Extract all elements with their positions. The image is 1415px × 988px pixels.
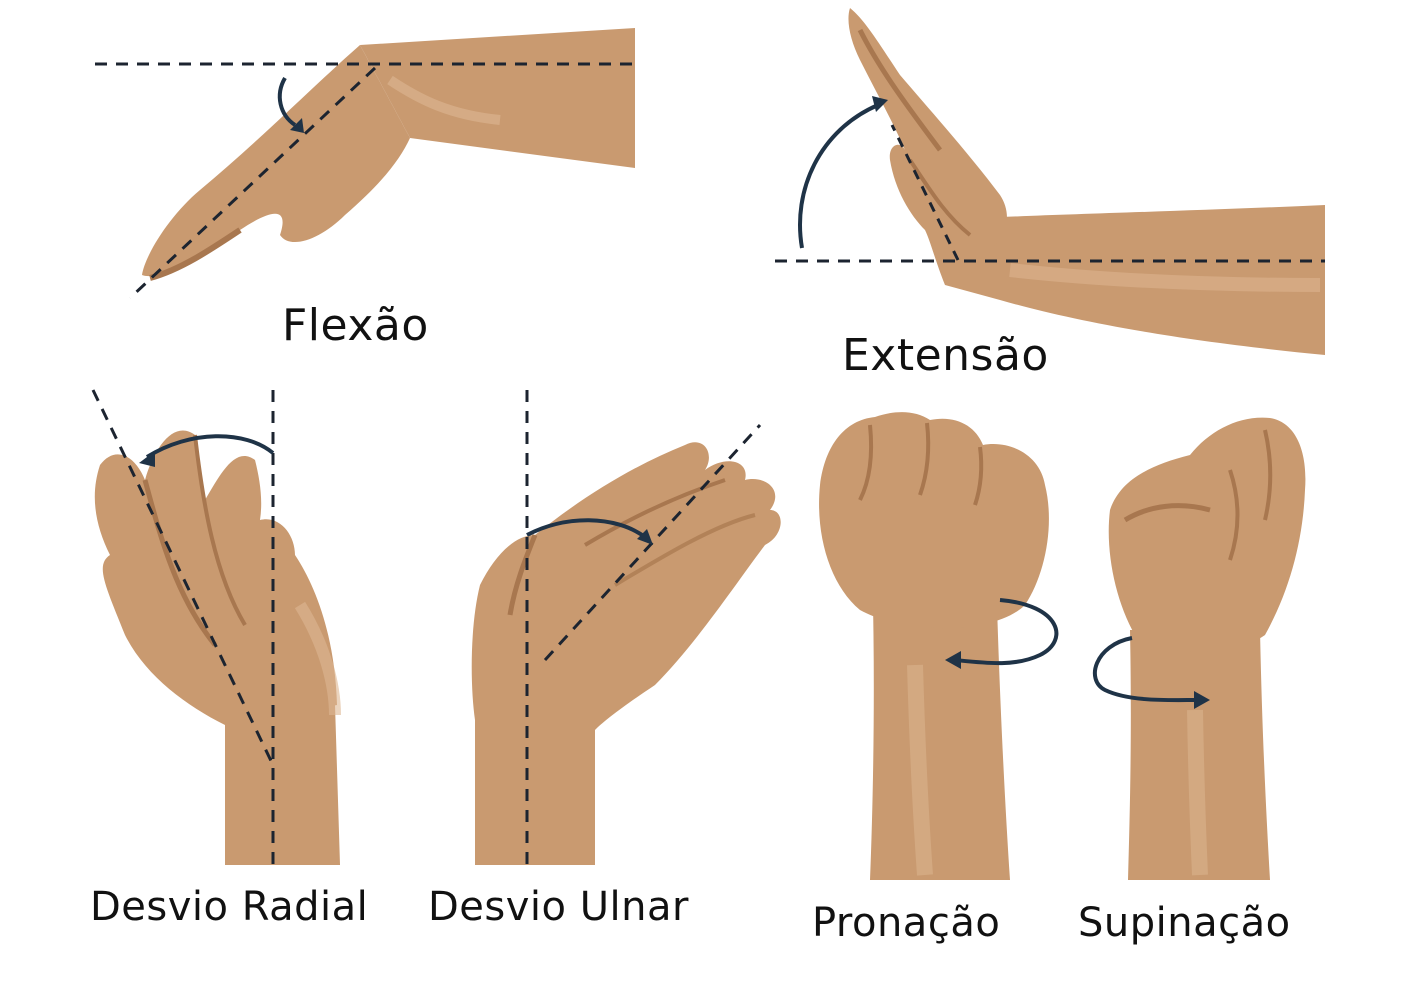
radial-deviation-caption: Desvio Radial [90, 884, 369, 930]
hand-axis-line [543, 423, 762, 662]
ulnar-deviation-caption: Desvio Ulnar [428, 884, 689, 930]
extension-panel [770, 0, 1330, 360]
forearm [475, 715, 595, 865]
extension-arrow [798, 103, 879, 249]
ulnar-deviation-panel [465, 385, 795, 875]
hand-flexion-icon [95, 28, 635, 300]
forearm [225, 705, 340, 865]
forearm [870, 605, 1010, 880]
supination-caption: Supinação [1078, 900, 1291, 946]
supination-panel [1090, 410, 1320, 885]
hand-axis-line [128, 66, 377, 300]
hand [94, 430, 337, 725]
radial-arrow [145, 434, 275, 459]
extension-caption: Extensão [842, 330, 1049, 381]
pronation-caption: Pronação [812, 900, 1001, 946]
fist-supination-icon [1093, 417, 1306, 880]
hand-axis-line [890, 124, 960, 261]
hand-extension-icon [775, 8, 1325, 355]
fist [819, 412, 1049, 629]
radial-deviation-panel [85, 385, 365, 875]
hand-radial-deviation-icon [91, 389, 341, 865]
fist-pronation-icon [819, 412, 1059, 880]
flexion-caption: Flexão [282, 300, 429, 351]
flexion-panel [90, 20, 650, 310]
hand-ulnar-deviation-icon [471, 390, 781, 865]
hand [471, 442, 781, 730]
hand-axis-line [91, 389, 275, 766]
pronation-panel [815, 405, 1075, 885]
supination-arrow [1093, 636, 1199, 703]
pronation-arrow [954, 598, 1059, 666]
fist [1108, 417, 1306, 652]
flexion-arrow [277, 76, 297, 127]
ulnar-arrow [526, 518, 647, 539]
